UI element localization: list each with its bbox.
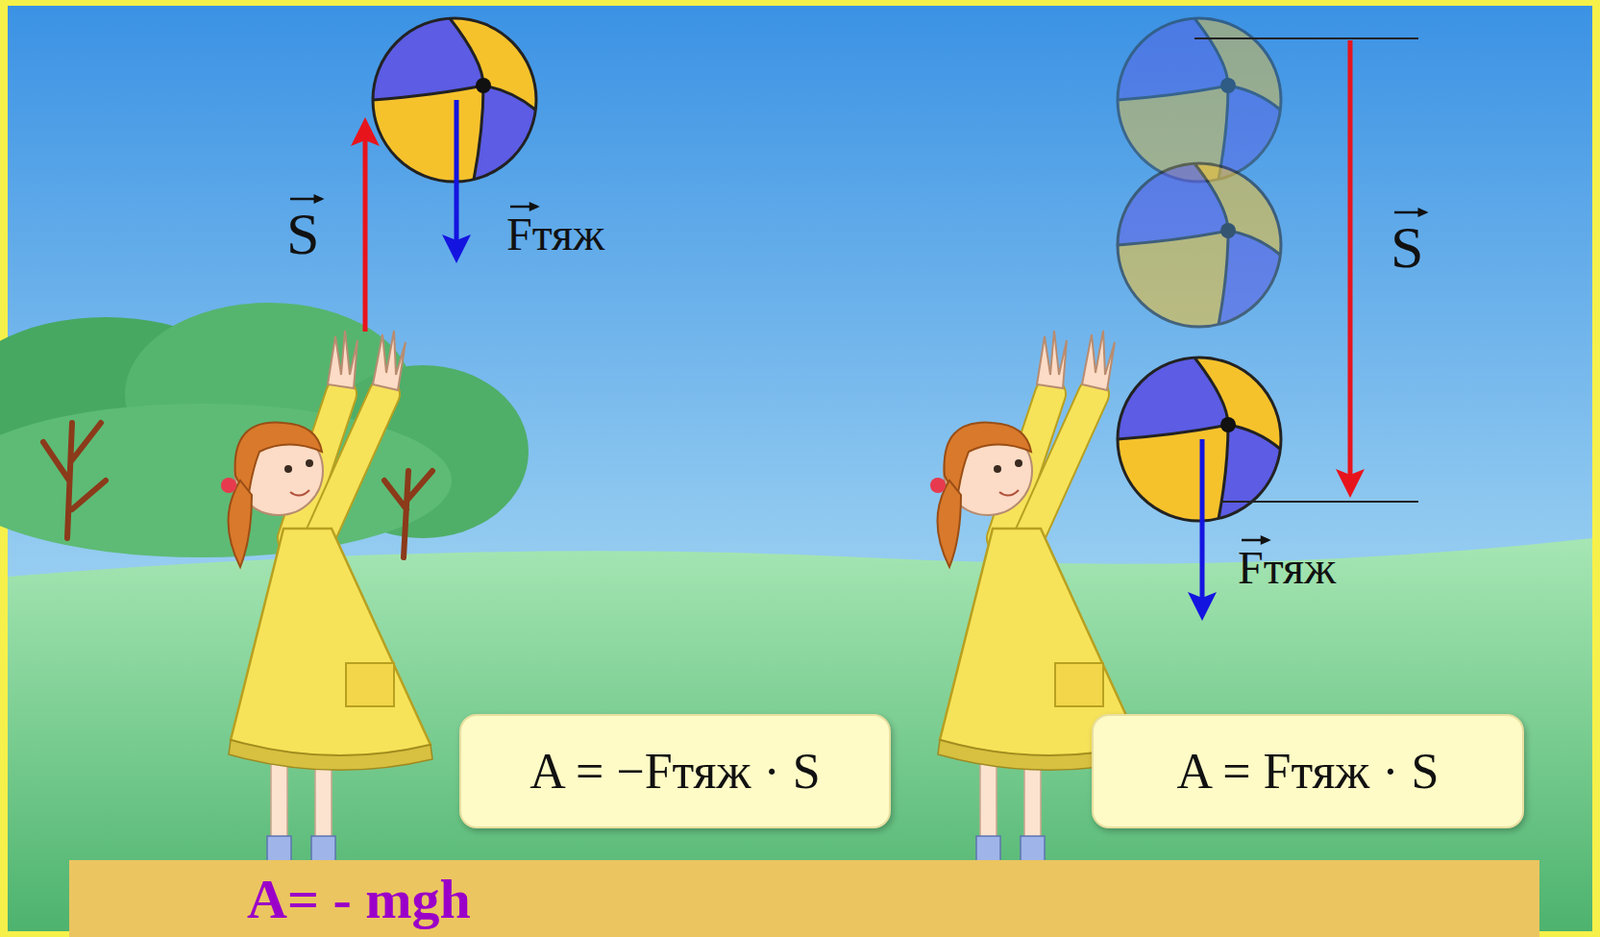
illustration-part — [43, 422, 106, 539]
formula-text: A = −Fтяж · S — [529, 742, 820, 800]
gravity-arrow — [454, 99, 460, 258]
sky — [7, 5, 1593, 932]
vector-label: Fтяж — [506, 207, 605, 261]
displacement-arrow — [1348, 40, 1354, 493]
vector-label: S — [1390, 213, 1424, 282]
formula-text: A = Fтяж · S — [1176, 742, 1439, 800]
vector-arrow — [1239, 533, 1275, 547]
vector-label: S — [286, 199, 320, 269]
illustration-part — [384, 470, 433, 558]
formula-band: A= - mgh — [69, 860, 1540, 937]
displacement-arrow — [363, 123, 369, 332]
height-line — [1194, 37, 1419, 40]
vector-arrow-head — [1260, 535, 1272, 545]
vector-arrow-head — [1417, 207, 1428, 218]
vector-arrow — [508, 199, 543, 214]
ball — [1117, 357, 1281, 521]
ball-trace — [1117, 163, 1281, 327]
vector-arrow — [288, 192, 327, 206]
vector-arrow-head — [529, 201, 541, 212]
vector-label: Fтяж — [1237, 541, 1336, 594]
height-line — [1220, 500, 1419, 503]
vector-arrow-head — [313, 194, 324, 204]
vector-arrow — [1392, 205, 1431, 220]
formula-box: A = Fтяж · S — [1091, 713, 1525, 829]
formula-text: A= - mgh — [69, 866, 471, 932]
ball-trace — [1117, 18, 1281, 182]
girl-left — [221, 330, 433, 875]
formula-box: A = −Fтяж · S — [459, 713, 891, 829]
gravity-arrow — [1200, 439, 1206, 616]
